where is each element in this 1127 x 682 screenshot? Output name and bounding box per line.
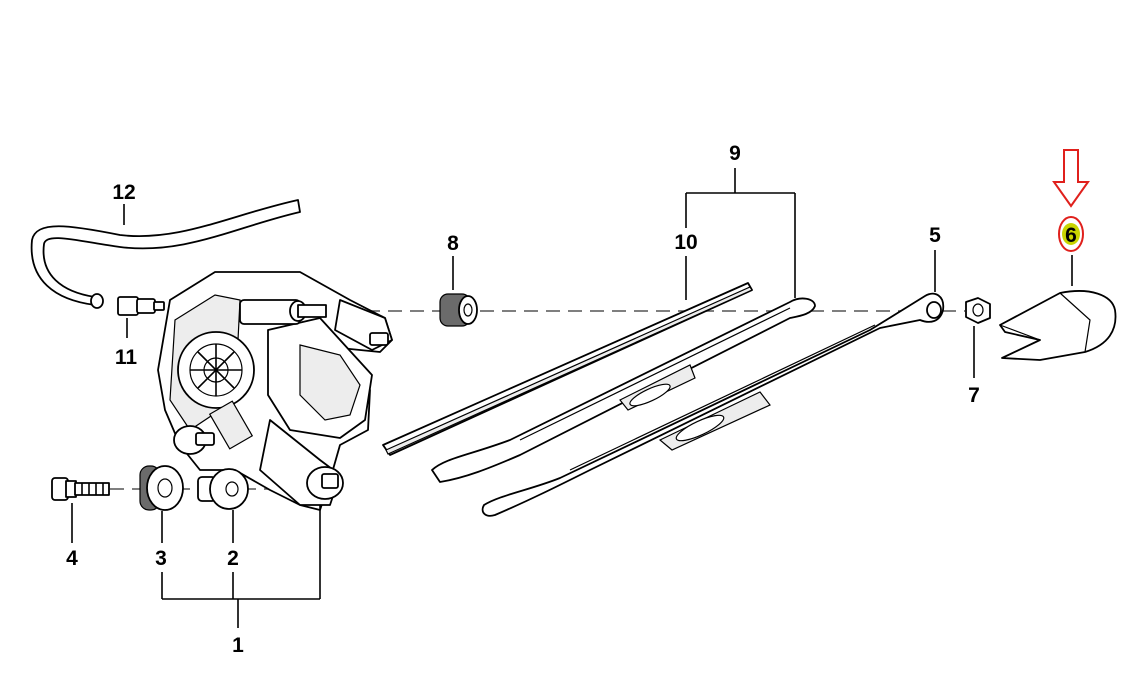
blade-insert-part [382,282,753,456]
highlight-circle [1058,216,1084,252]
bolt-part [51,477,110,501]
callout-12: 12 [112,181,135,204]
callout-7: 7 [968,384,980,407]
cover-cap-part [999,290,1117,361]
callout-6: 6 [1065,224,1077,247]
cap-nut-part [439,293,478,327]
callout-2: 2 [227,547,239,570]
callout-3: 3 [155,547,167,570]
callout-5: 5 [929,224,941,247]
wiper-motor-part [157,271,393,511]
callout-1: 1 [232,634,244,657]
hose-part [30,199,301,309]
highlight-arrow [1052,149,1090,208]
callout-8: 8 [447,232,459,255]
grommet-part [139,465,184,511]
callout-10: 10 [674,231,697,254]
spacer-sleeve-part [197,468,249,510]
wiper-arm-part [481,292,945,517]
callout-9: 9 [729,142,741,165]
callout-11: 11 [115,346,138,369]
callout-labels: 12 11 8 10 9 5 6 7 4 3 2 1 [66,142,1077,657]
highlight-marker [1062,223,1080,245]
leader-lines [71,168,1073,628]
callout-4: 4 [66,547,78,570]
wiper-blade-part [431,297,816,483]
hex-nut-part [965,297,991,324]
nozzle-fitting-part [117,296,165,316]
